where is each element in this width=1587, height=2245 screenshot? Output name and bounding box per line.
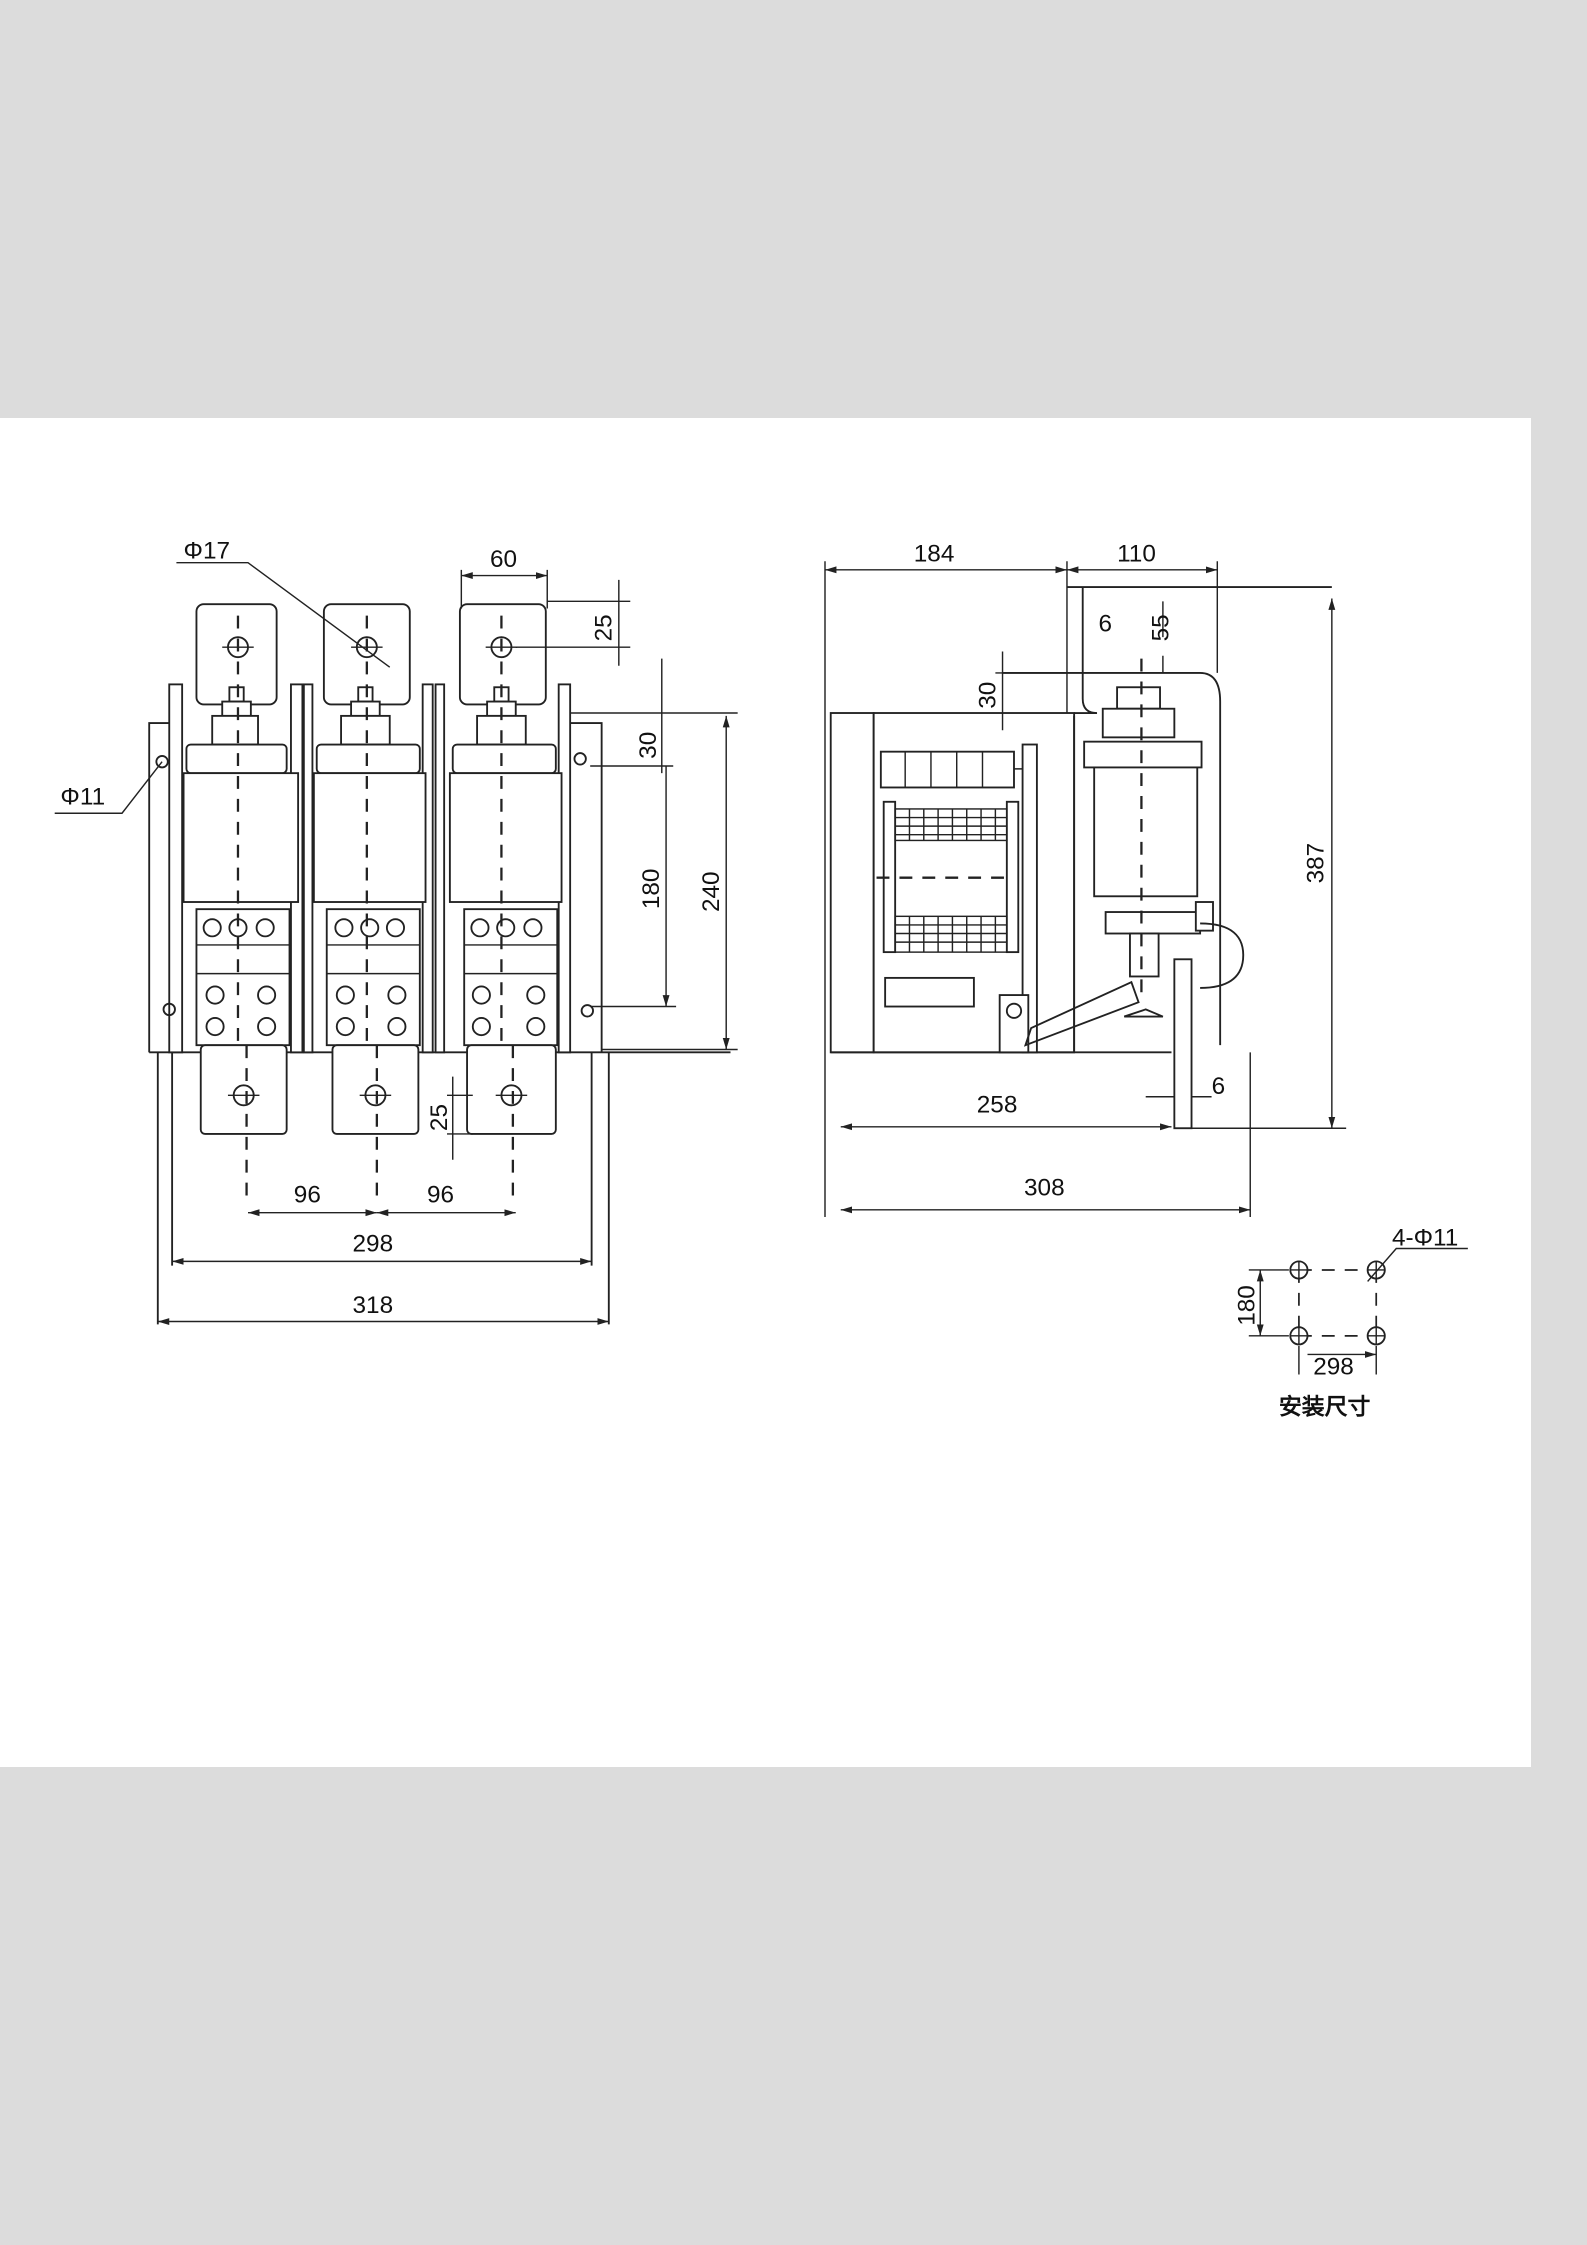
dim-258: 258	[977, 1091, 1018, 1118]
side-view: 184 110 6 55 30 387 6 258 308	[824, 540, 1347, 1217]
pole-1	[182, 603, 300, 1203]
dim-110: 110	[1117, 540, 1156, 567]
frame-right	[565, 722, 603, 1053]
dim-318: 318	[353, 1292, 394, 1319]
mounting-dimensions: 4-Φ11 180 298 安装尺寸	[1234, 1225, 1468, 1421]
dim-298: 298	[353, 1230, 394, 1257]
dim-60: 60	[490, 546, 517, 573]
dim-25-bottom: 25	[426, 1104, 453, 1131]
dim-55: 55	[1148, 614, 1175, 641]
dim-96-left: 96	[294, 1182, 321, 1209]
dim-96-right: 96	[427, 1182, 454, 1209]
pole-2	[312, 603, 427, 1203]
dim-240: 240	[698, 871, 725, 912]
mount-caption: 安装尺寸	[1279, 1394, 1371, 1421]
phi11-leader	[54, 761, 163, 814]
front-view: Φ17 Φ11 60 25 30 180 240 25 96 96 298 31…	[54, 537, 738, 1325]
phi17-label: Φ17	[184, 537, 230, 564]
dim-387: 387	[1302, 843, 1329, 884]
frame-left	[148, 722, 170, 1053]
mount-dim-298: 298	[1313, 1353, 1354, 1380]
phi11-label: Φ11	[60, 784, 105, 811]
dim-180: 180	[638, 869, 665, 910]
dim-184: 184	[914, 540, 955, 567]
phi17-leader	[176, 561, 391, 668]
dim-30-side: 30	[974, 682, 1001, 709]
dim-6-bottom: 6	[1212, 1073, 1226, 1100]
pole-3	[448, 603, 563, 1203]
mount-dim-180: 180	[1234, 1285, 1261, 1326]
dim-6-top: 6	[1098, 610, 1112, 637]
dim-308: 308	[1024, 1175, 1065, 1202]
dim-30: 30	[635, 732, 662, 759]
dim-25-top: 25	[591, 614, 618, 641]
mount-holes-label: 4-Φ11	[1392, 1225, 1458, 1252]
